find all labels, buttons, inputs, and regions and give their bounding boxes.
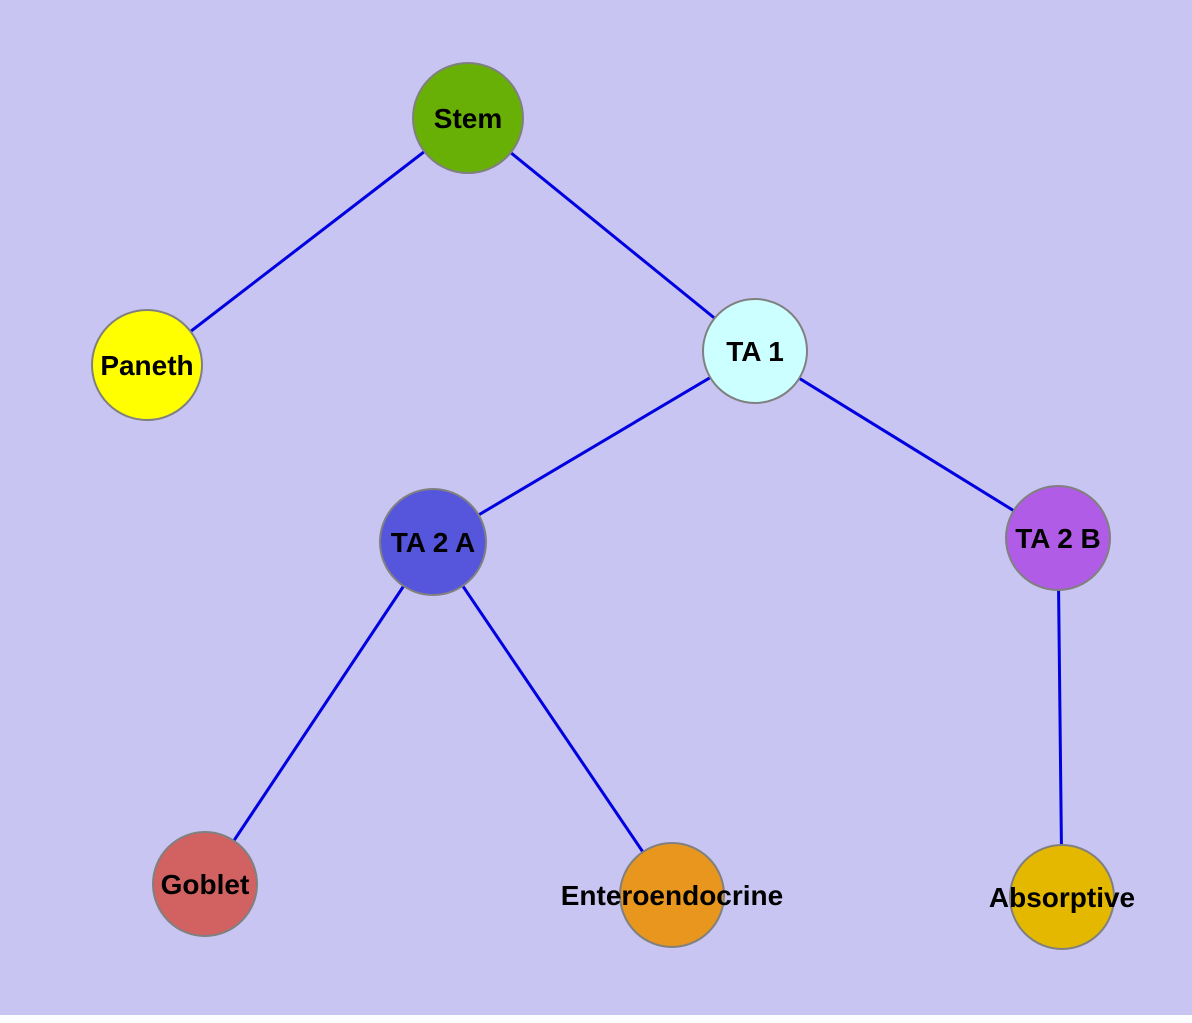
- node-circle-ta-1[interactable]: [702, 298, 808, 404]
- node-ta-2-b[interactable]: TA 2 B: [1005, 485, 1111, 591]
- node-stem[interactable]: Stem: [412, 62, 524, 174]
- edges-layer: [146, 116, 1064, 898]
- node-circle-ta-2-a[interactable]: [379, 488, 487, 596]
- node-paneth[interactable]: Paneth: [91, 309, 203, 421]
- node-goblet[interactable]: Goblet: [152, 831, 258, 937]
- edge-ta-2-a-to-goblet: [203, 541, 435, 885]
- edge-ta-1-to-ta-2-b: [754, 349, 1059, 540]
- node-ta-2-a[interactable]: TA 2 A: [379, 488, 487, 596]
- edge-stem-to-paneth: [146, 116, 469, 367]
- node-circle-goblet[interactable]: [152, 831, 258, 937]
- node-circle-stem[interactable]: [412, 62, 524, 174]
- node-ta-1[interactable]: TA 1: [702, 298, 808, 404]
- node-circle-absorptive[interactable]: [1009, 844, 1115, 950]
- edge-stem-to-ta-1: [467, 116, 756, 353]
- edge-ta-1-to-ta-2-a: [432, 349, 756, 544]
- node-circle-enteroendocrine[interactable]: [619, 842, 725, 948]
- edge-ta-2-b-to-absorptive: [1056, 537, 1064, 898]
- node-circle-ta-2-b[interactable]: [1005, 485, 1111, 591]
- edge-ta-2-a-to-enteroendocrine: [431, 541, 674, 896]
- bottom-strip: [0, 1015, 1192, 1023]
- node-circle-paneth[interactable]: [91, 309, 203, 421]
